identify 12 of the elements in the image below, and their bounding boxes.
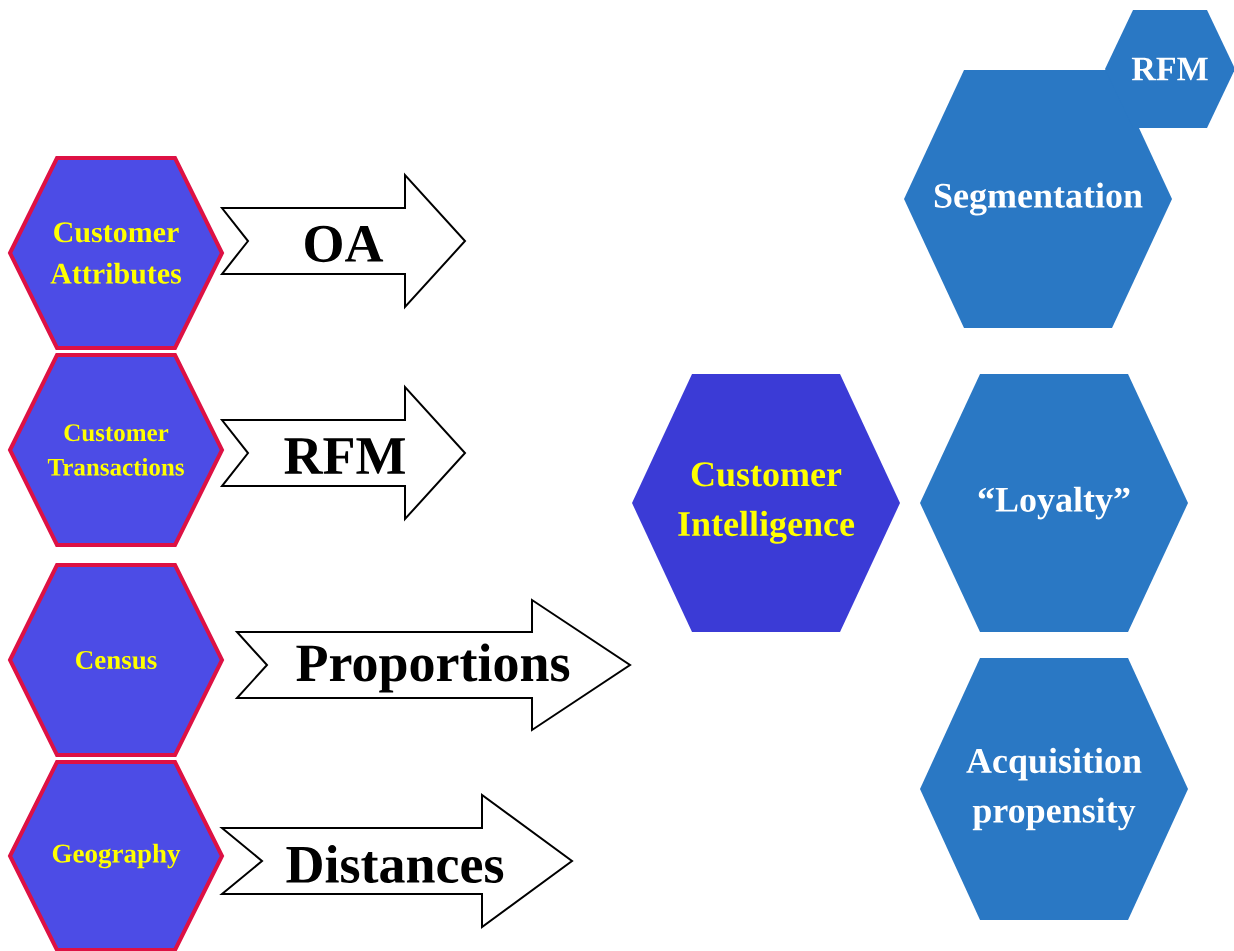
- arrow-label: RFM: [284, 438, 405, 474]
- hexagon: Customer Intelligence: [632, 374, 900, 632]
- block-arrow: [219, 172, 467, 310]
- block-arrow: [219, 793, 574, 929]
- hexagon: “Loyalty”: [920, 374, 1188, 632]
- arrow-label: OA: [305, 225, 384, 263]
- hexagon: Acquisition propensity: [920, 658, 1188, 920]
- arrow-label: Distances: [286, 845, 504, 883]
- block-arrow: [234, 598, 632, 732]
- hexagon: RFM: [1105, 10, 1234, 128]
- arrow-label: Proportions: [296, 643, 570, 693]
- block-arrow: [219, 384, 467, 522]
